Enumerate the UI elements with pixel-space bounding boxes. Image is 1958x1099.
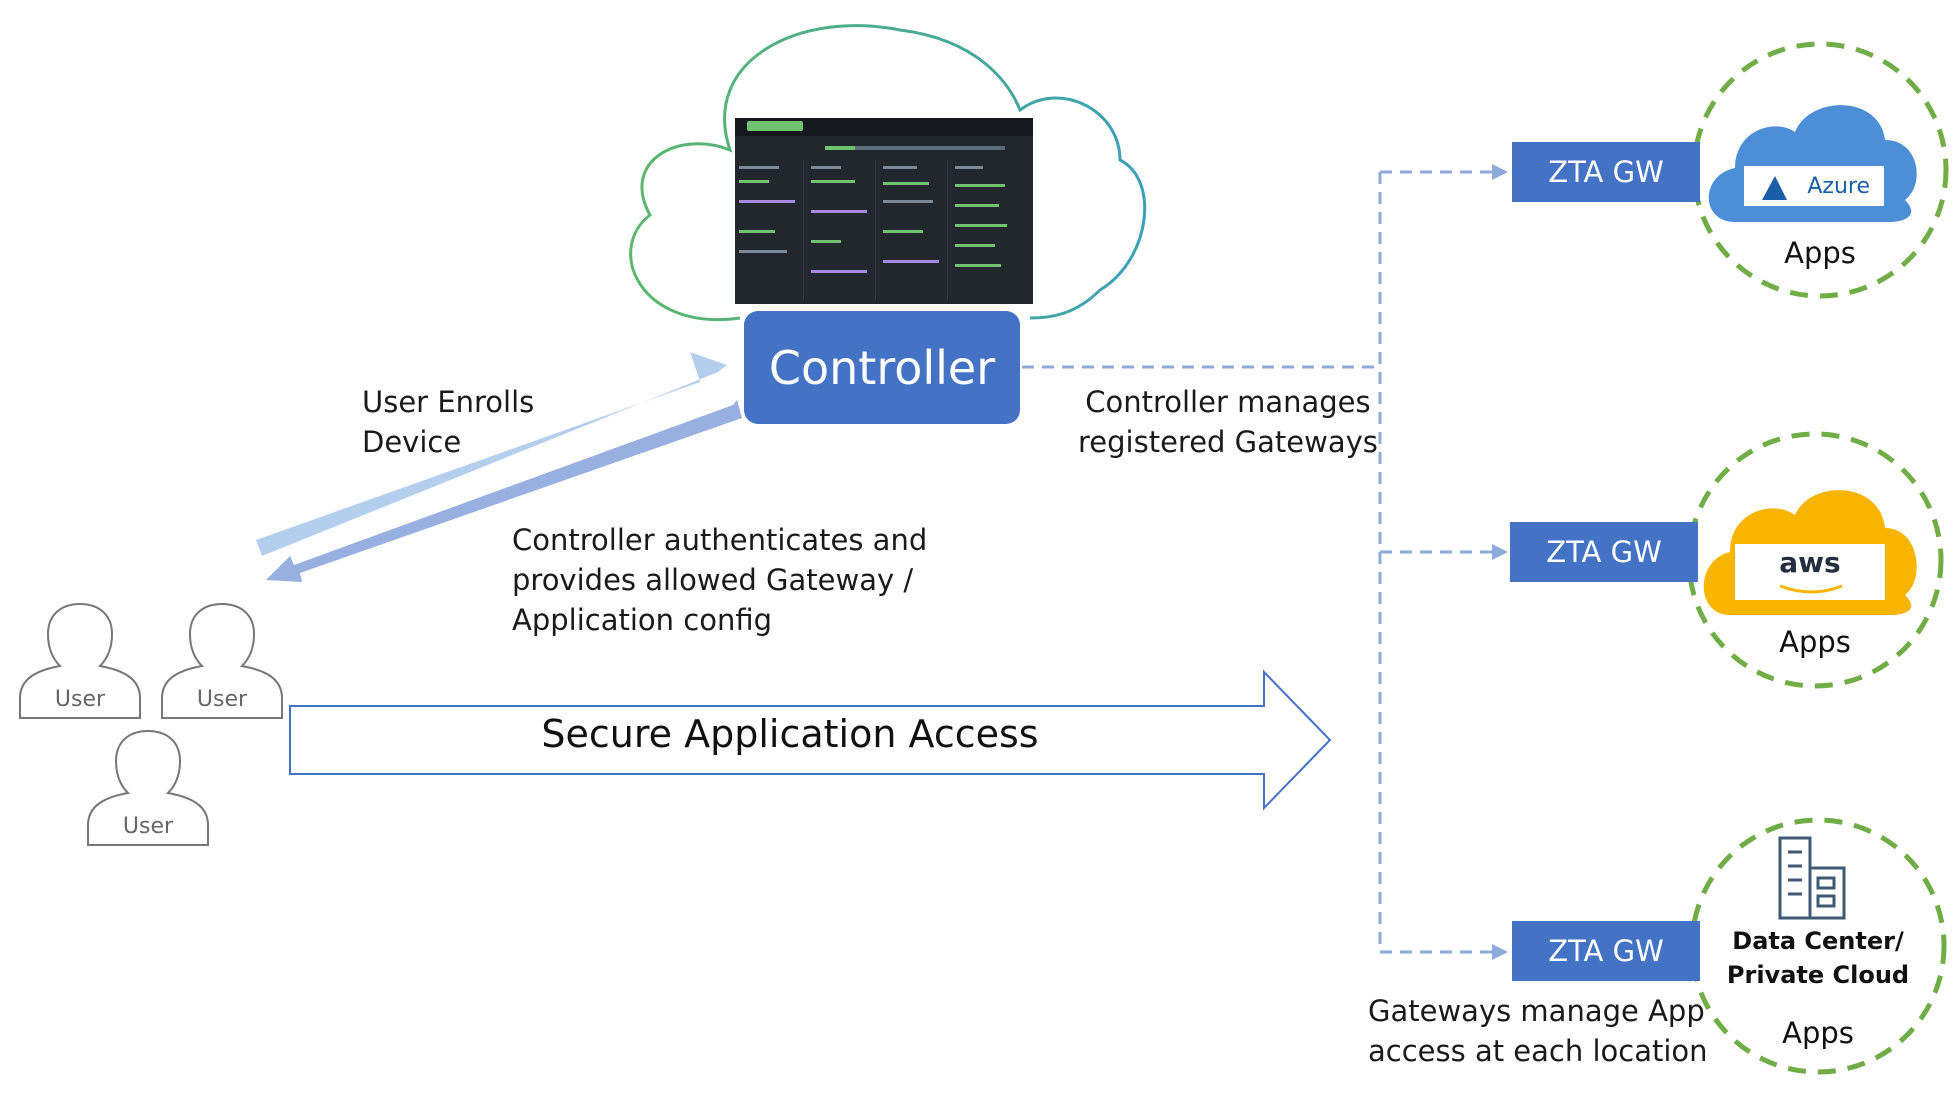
gateway-datacenter: ZTA GW (1512, 921, 1700, 981)
user-label: User (55, 687, 106, 712)
data-center-label: Data Center/ Private Cloud (1726, 927, 1910, 989)
authenticate-arrow (266, 400, 742, 582)
gateway-label: ZTA GW (1546, 535, 1662, 569)
apps-label-datacenter: Apps (1782, 1016, 1854, 1050)
users: User User User (19, 602, 283, 846)
secure-access-arrow (289, 669, 1332, 811)
enroll-label: User Enrolls Device (362, 385, 535, 459)
gateway-aws: ZTA GW (1510, 522, 1698, 582)
gateway-arrowheads (1492, 164, 1508, 960)
gateway-azure: ZTA GW (1512, 142, 1700, 202)
manage-gateways-label: Controller manages registered Gateways (1078, 385, 1378, 459)
gateway-connectors (1022, 170, 1494, 954)
apps-label-azure: Apps (1784, 236, 1856, 270)
gateways-manage-label: Gateways manage App access at each locat… (1368, 994, 1708, 1068)
controller-label: Controller (768, 340, 996, 395)
gateway-label: ZTA GW (1548, 155, 1664, 189)
enroll-arrow (256, 352, 727, 556)
gateway-label: ZTA GW (1548, 934, 1664, 968)
user-label: User (197, 687, 248, 712)
controller-dashboard-thumbnail (735, 118, 1033, 304)
user-2: User (161, 602, 283, 719)
user-1: User (19, 602, 141, 719)
user-3: User (87, 729, 209, 846)
apps-label-aws: Apps (1779, 625, 1851, 659)
controller-cloud (629, 24, 1147, 322)
user-label: User (123, 814, 174, 839)
azure-label: Azure (1807, 173, 1870, 199)
secure-access-label: Secure Application Access (541, 712, 1039, 756)
controller-box: Controller (744, 311, 1020, 424)
data-center-icon (1778, 836, 1846, 920)
authenticate-label: Controller authenticates and provides al… (512, 523, 928, 637)
aws-label: aws (1779, 545, 1841, 579)
